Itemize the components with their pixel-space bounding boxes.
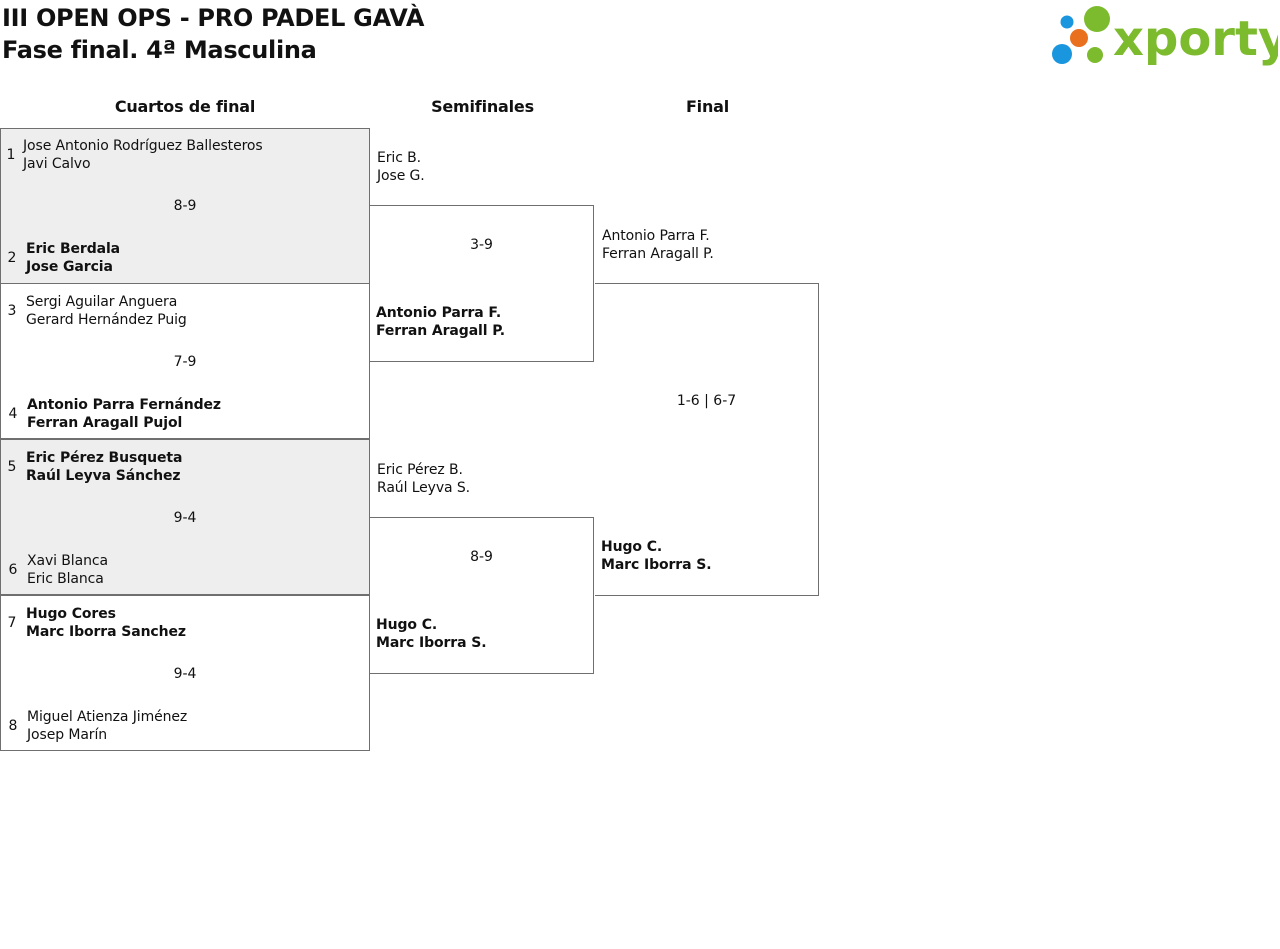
tournament-title: III OPEN OPS - PRO PADEL GAVÀ (2, 4, 425, 32)
player-name: Sergi Aguilar Anguera (26, 294, 178, 310)
player-name: Marc Iborra S. (376, 635, 487, 651)
quarterfinal-match-3: 5 Eric Pérez Busqueta Raúl Leyva Sánchez… (0, 439, 370, 595)
player-name: Eric B. (377, 150, 421, 166)
final-match: 1-6 | 6-7 Hugo C. Marc Iborra S. (595, 283, 819, 596)
quarterfinal-match-4: 7 Hugo Cores Marc Iborra Sanchez 9-4 8 M… (0, 595, 370, 751)
seed-number: 2 (7, 250, 17, 266)
match-score: 9-4 (173, 510, 197, 526)
xporty-logo: xporty (1052, 6, 1278, 67)
player-name: Hugo C. (601, 539, 663, 555)
phase-subtitle: Fase final. 4ª Masculina (2, 36, 317, 64)
team-pair: Xavi Blanca Eric Blanca (27, 552, 108, 588)
player-name: Ferran Aragall P. (602, 246, 714, 262)
player-name: Ferran Aragall P. (376, 323, 506, 339)
player-name: Jose Garcia (26, 259, 113, 275)
player-name: Eric Blanca (27, 571, 104, 587)
match-score: 8-9 (470, 549, 493, 565)
round-heading-semifinals: Semifinales (431, 97, 534, 116)
player-name: Eric Pérez Busqueta (26, 450, 183, 466)
player-name: Javi Calvo (23, 156, 91, 172)
team-pair: Jose Antonio Rodríguez Ballesteros Javi … (23, 137, 263, 173)
player-name: Xavi Blanca (27, 553, 108, 569)
player-name: Antonio Parra F. (376, 305, 502, 321)
quarterfinal-match-2: 3 Sergi Aguilar Anguera Gerard Hernández… (0, 283, 370, 439)
player-name: Marc Iborra S. (601, 557, 712, 573)
player-name: Josep Marín (27, 727, 108, 743)
player-name: Hugo C. (376, 617, 438, 633)
player-name: Eric Berdala (26, 241, 121, 257)
semifinal-2-top-team: Eric Pérez B. Raúl Leyva S. (377, 461, 470, 497)
player-name: Gerard Hernández Puig (26, 312, 187, 328)
player-name: Antonio Parra F. (602, 228, 710, 244)
quarterfinal-match-1: 1 Jose Antonio Rodríguez Ballesteros Jav… (0, 128, 370, 284)
player-name: Raúl Leyva S. (377, 480, 471, 496)
player-name: Miguel Atienza Jiménez (27, 709, 188, 725)
player-name: Hugo Cores (26, 606, 116, 622)
match-score: 8-9 (173, 198, 197, 214)
team-pair: Sergi Aguilar Anguera Gerard Hernández P… (26, 293, 187, 329)
round-heading-quarterfinals: Cuartos de final (114, 97, 256, 116)
team-pair-winner: Eric Pérez Busqueta Raúl Leyva Sánchez (26, 449, 182, 485)
round-heading-final: Final (685, 97, 730, 116)
semifinal-match-2: 8-9 Hugo C. Marc Iborra S. (370, 517, 594, 674)
logo-wordmark: xporty (1113, 11, 1278, 67)
semifinal-2-bottom-team-winner: Hugo C. Marc Iborra S. (376, 616, 487, 652)
player-name: Antonio Parra Fernández (27, 397, 221, 413)
final-bottom-team-winner: Hugo C. Marc Iborra S. (601, 538, 712, 574)
seed-number: 4 (8, 406, 18, 422)
match-score: 3-9 (470, 237, 493, 253)
semifinal-1-bottom-team-winner: Antonio Parra F. Ferran Aragall P. (376, 304, 505, 340)
seed-number: 6 (8, 562, 18, 578)
player-name: Eric Pérez B. (377, 462, 463, 478)
player-name: Ferran Aragall Pujol (27, 415, 183, 431)
player-name: Jose G. (377, 168, 425, 184)
seed-number: 3 (7, 303, 17, 319)
semifinal-match-1: 3-9 Antonio Parra F. Ferran Aragall P. (370, 205, 594, 362)
match-score: 7-9 (173, 354, 197, 370)
player-name: Raúl Leyva Sánchez (26, 468, 181, 484)
team-pair-winner: Antonio Parra Fernández Ferran Aragall P… (27, 396, 221, 432)
team-pair: Miguel Atienza Jiménez Josep Marín (27, 708, 187, 744)
semifinal-1-top-team: Eric B. Jose G. (377, 149, 425, 185)
team-pair-winner: Eric Berdala Jose Garcia (26, 240, 120, 276)
team-pair-winner: Hugo Cores Marc Iborra Sanchez (26, 605, 186, 641)
match-score: 1-6 | 6-7 (676, 393, 737, 409)
final-top-team: Antonio Parra F. Ferran Aragall P. (602, 227, 714, 263)
match-score: 9-4 (173, 666, 197, 682)
player-name: Marc Iborra Sanchez (26, 624, 186, 640)
seed-number: 8 (8, 718, 18, 734)
seed-number: 7 (7, 615, 17, 631)
seed-number: 1 (6, 147, 16, 163)
player-name: Jose Antonio Rodríguez Ballesteros (23, 138, 263, 154)
seed-number: 5 (7, 459, 17, 475)
